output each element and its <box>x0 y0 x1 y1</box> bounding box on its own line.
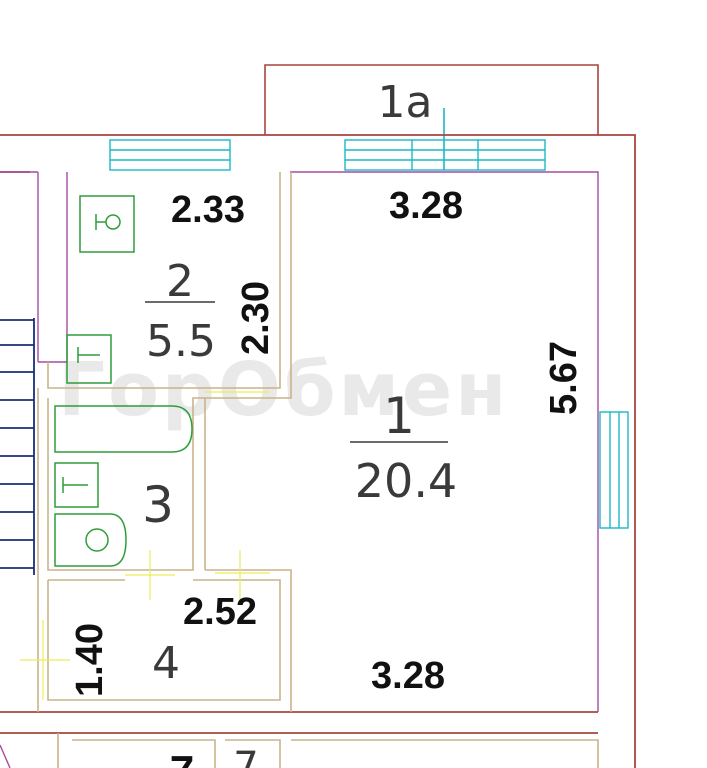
partial-label: 7 <box>233 744 258 768</box>
outer-wall-top-right <box>0 134 636 768</box>
bathtub-icon <box>54 405 193 453</box>
door-marker <box>20 620 70 700</box>
outer-walls <box>0 134 636 768</box>
inner-contour-bottom-left <box>0 744 11 768</box>
dimension-label: 2.52 <box>183 591 257 633</box>
door-markers <box>20 391 270 700</box>
room-label-4: 4 <box>152 638 180 689</box>
inner-contour-main <box>290 171 599 712</box>
dimension-label: 3.28 <box>389 185 463 227</box>
partition-room2-b <box>205 172 292 399</box>
room-number: 1 <box>383 387 415 445</box>
door-marker <box>215 550 270 600</box>
door-marker <box>125 550 175 600</box>
toilet-icon <box>54 513 127 567</box>
partition-bottom-2 <box>72 739 216 768</box>
room-label-2: 2 5.5 <box>145 256 216 367</box>
room-area: 20.4 <box>355 454 457 508</box>
window-icon <box>109 139 231 171</box>
stairs-icon <box>0 318 35 575</box>
windows <box>109 139 629 529</box>
partition-room4-b <box>205 569 292 712</box>
sink-icon <box>54 462 99 508</box>
partition-room2 <box>47 172 281 389</box>
watermark: ГорОбмен <box>58 347 509 433</box>
toilet-icon <box>66 334 112 384</box>
balcony-outline <box>264 64 599 135</box>
dimension-label: 5.67 <box>543 341 585 415</box>
room-label-3: 3 <box>142 476 174 534</box>
room-area: 5.5 <box>146 316 216 367</box>
fixtures <box>54 195 193 567</box>
dimension-label: 3.28 <box>371 655 445 697</box>
dimension-label: 1.40 <box>69 623 111 697</box>
room-number: 2 <box>166 256 194 307</box>
dimension-label: 2.33 <box>171 189 245 231</box>
partitions <box>37 172 599 768</box>
sink-icon <box>79 195 135 253</box>
partial-label: 7 <box>170 747 194 768</box>
partition-room3 <box>47 397 206 571</box>
inner-contour-room2 <box>38 172 68 363</box>
room-label-1: 1 20.4 <box>350 387 457 508</box>
window-icon <box>344 139 546 171</box>
partition-bottom-3 <box>225 739 281 768</box>
partition-bottom-4 <box>291 739 599 768</box>
balcony-label: 1а <box>378 77 433 128</box>
dimension-label: 2.30 <box>235 281 277 355</box>
window-icon <box>599 411 629 529</box>
